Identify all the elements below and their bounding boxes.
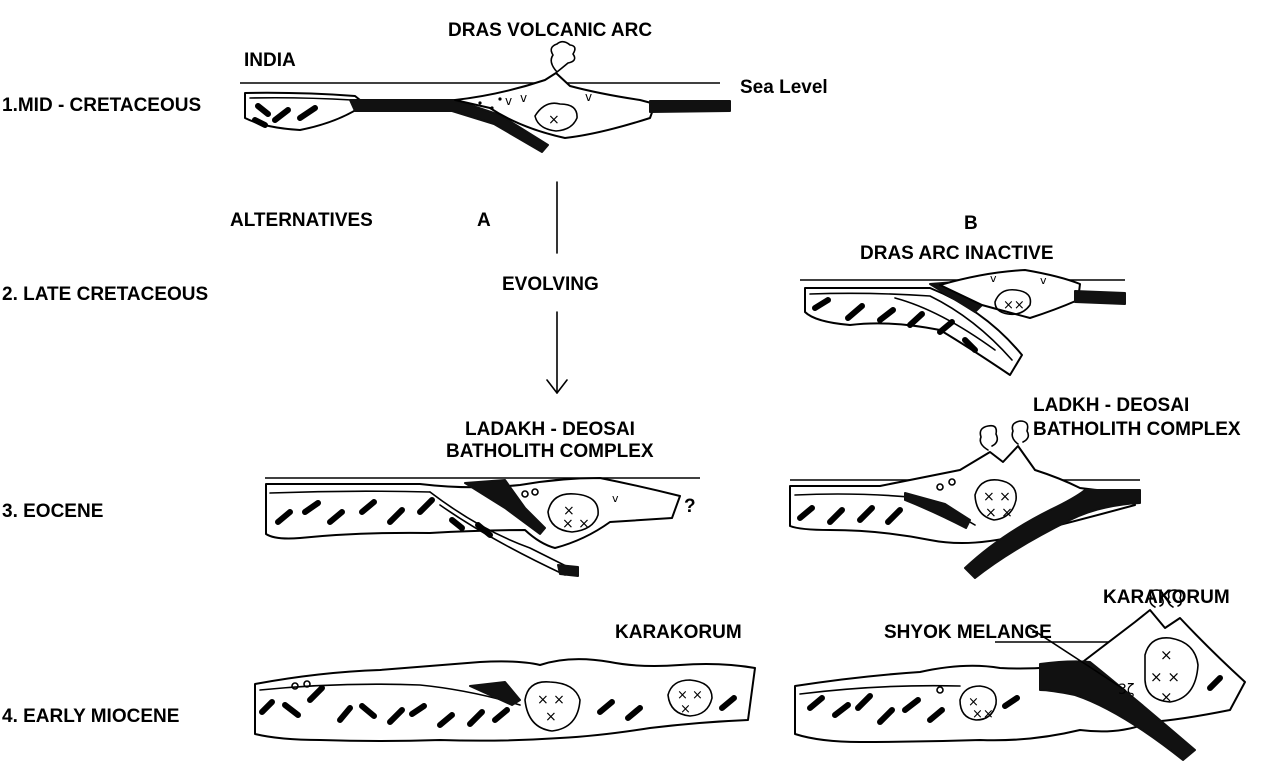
- section-3a-eocene: × × × v: [265, 478, 700, 576]
- label-alternative-b: B: [964, 213, 978, 234]
- section-4a-early-miocene: × × × × × ×: [255, 659, 755, 741]
- label-question-mark: ?: [684, 496, 696, 517]
- label-ladakh-deosai: LADAKH - DEOSAI: [465, 419, 635, 440]
- section-3b-eocene: × × × ×: [790, 421, 1140, 578]
- label-batholith-complex-a: BATHOLITH COMPLEX: [446, 441, 654, 462]
- label-shyok-melange: SHYOK MELANGE: [884, 622, 1052, 643]
- svg-text:v: v: [505, 94, 512, 108]
- label-dras-volcanic-arc: DRAS VOLCANIC ARC: [448, 20, 652, 41]
- slab-tip: [558, 565, 578, 576]
- label-evolving: EVOLVING: [502, 274, 599, 295]
- oceanic-crust-right: [650, 101, 730, 112]
- section-2b-late-cretaceous: ×× v v: [800, 270, 1125, 375]
- stage-label-4: 4. EARLY MIOCENE: [2, 706, 179, 727]
- svg-text:v: v: [585, 90, 592, 104]
- stage-label-3: 3. EOCENE: [2, 501, 103, 522]
- oceanic-crust-right: [1075, 291, 1125, 304]
- svg-text:××: ××: [972, 707, 994, 722]
- label-dras-arc-inactive: DRAS ARC INACTIVE: [860, 243, 1054, 264]
- label-alternative-a: A: [477, 210, 491, 231]
- label-karakorum-a: KARAKORUM: [615, 622, 742, 643]
- section-4b-early-miocene: × ×× × × × × 3ζ: [795, 590, 1245, 760]
- svg-text:v: v: [520, 91, 527, 105]
- section-1-mid-cretaceous: × v v v: [240, 42, 730, 152]
- shyok-melange-symbol: 3ζ: [1118, 682, 1135, 698]
- svg-text:×: ×: [680, 702, 691, 717]
- volcanic-plume-icon: [980, 426, 997, 450]
- label-india: INDIA: [244, 50, 296, 71]
- granite-cross-icon: × ×: [537, 692, 565, 708]
- stage-label-1: 1.MID - CRETACEOUS: [2, 95, 201, 116]
- svg-text:v: v: [1040, 274, 1047, 287]
- label-batholith-complex-b: BATHOLITH COMPLEX: [1033, 419, 1241, 440]
- svg-text:×: ×: [1160, 688, 1173, 706]
- svg-text:× ×: × ×: [562, 516, 590, 532]
- svg-text:×: ×: [545, 709, 557, 725]
- granite-cross-icon: × ×: [677, 688, 703, 703]
- granite-cross-icon: ×: [548, 112, 560, 128]
- stage-label-2: 2. LATE CRETACEOUS: [2, 284, 208, 305]
- granite-cross-icon: ×: [1160, 646, 1173, 664]
- label-sea-level: Sea Level: [740, 77, 828, 98]
- svg-text:v: v: [612, 492, 619, 505]
- svg-text:v: v: [990, 272, 997, 285]
- volcanic-plume-icon: [551, 42, 575, 72]
- svg-text:× ×: × ×: [1150, 668, 1180, 686]
- granite-cross-icon: × ×: [983, 489, 1011, 505]
- label-ladkh-deosai: LADKH - DEOSAI: [1033, 395, 1189, 416]
- volcanic-plume-icon: [1012, 421, 1028, 444]
- granite-cross-icon: ××: [1003, 298, 1025, 313]
- label-karakorum-b: KARAKORUM: [1103, 587, 1230, 608]
- label-alternatives: ALTERNATIVES: [230, 210, 373, 231]
- svg-text:× ×: × ×: [985, 505, 1013, 521]
